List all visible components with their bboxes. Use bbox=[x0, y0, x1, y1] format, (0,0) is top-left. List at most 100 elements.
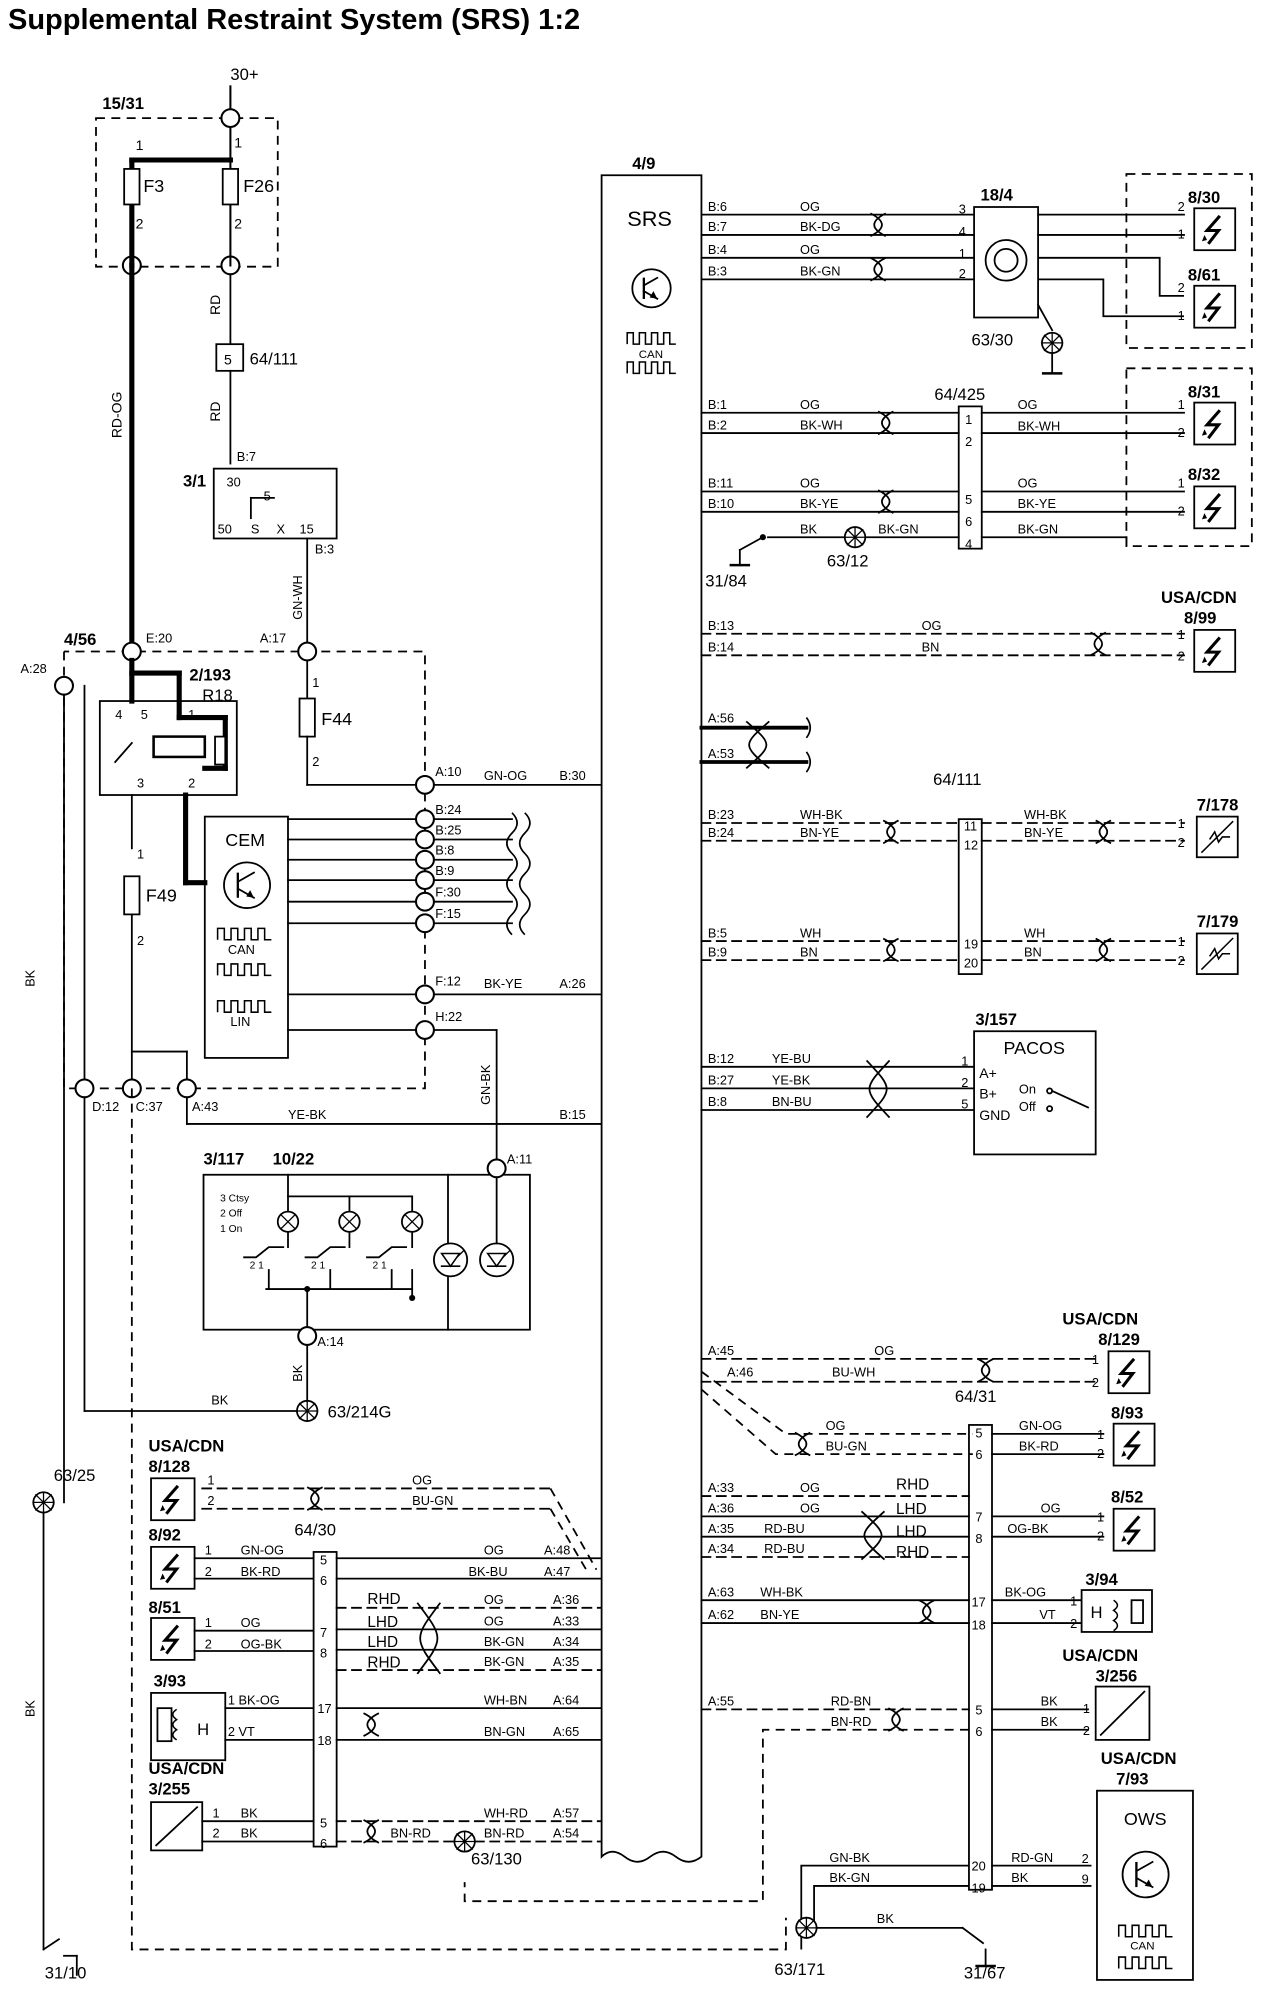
label: H bbox=[1091, 1603, 1103, 1622]
label: 17 bbox=[972, 1595, 986, 1610]
sensor-box bbox=[1195, 815, 1239, 859]
label: F49 bbox=[146, 886, 177, 906]
label: 7/179 bbox=[1197, 912, 1239, 931]
airbag-igniter-box bbox=[1193, 207, 1237, 252]
label: OG bbox=[800, 1501, 820, 1516]
label: 3 bbox=[137, 775, 144, 790]
label: 2 bbox=[188, 775, 195, 790]
label: Off bbox=[1019, 1099, 1036, 1114]
label: 5 bbox=[975, 1426, 982, 1441]
twisted-pair-symbol bbox=[1090, 631, 1107, 657]
label: E:20 bbox=[146, 631, 172, 646]
label: F:12 bbox=[435, 974, 461, 989]
connector-node bbox=[220, 108, 241, 129]
igniter-bolt-icon bbox=[1203, 214, 1222, 245]
transistor-icon bbox=[246, 890, 254, 898]
switch-contact bbox=[1050, 1089, 1090, 1109]
label: S bbox=[251, 521, 260, 536]
label: 1 bbox=[207, 1473, 214, 1488]
label: A:11 bbox=[507, 1151, 532, 1166]
label: 5 bbox=[965, 492, 972, 507]
label: BN bbox=[800, 944, 818, 959]
label: 63/171 bbox=[774, 1960, 825, 1979]
airbag-igniter-box bbox=[150, 1617, 196, 1661]
label: WH bbox=[800, 925, 821, 940]
wire bbox=[738, 536, 765, 552]
label: 2 bbox=[965, 434, 972, 449]
transistor-icon bbox=[631, 268, 672, 309]
label: WH-BK bbox=[1024, 807, 1067, 822]
label: 1 bbox=[136, 137, 144, 153]
label: BK bbox=[241, 1805, 259, 1820]
label: 3/255 bbox=[148, 1780, 190, 1799]
connector-node bbox=[54, 675, 74, 696]
airbag-igniter-box bbox=[1112, 1422, 1156, 1467]
label: BU-GN bbox=[826, 1438, 867, 1453]
relay-R18 bbox=[98, 700, 238, 796]
wire bbox=[549, 1508, 588, 1571]
label: 10/22 bbox=[273, 1150, 315, 1169]
label: CAN bbox=[1130, 1940, 1154, 1952]
transistor-icon bbox=[236, 871, 256, 883]
label: 1 bbox=[1070, 1593, 1077, 1608]
label: 63/130 bbox=[471, 1849, 522, 1868]
label: 3/256 bbox=[1096, 1667, 1138, 1686]
label: 1 bbox=[965, 412, 972, 427]
label: 20 bbox=[964, 956, 978, 971]
label: BN bbox=[922, 640, 940, 655]
label: RHD bbox=[367, 1655, 400, 1672]
label: A:34 bbox=[553, 1634, 579, 1649]
wire-break-icon bbox=[506, 812, 518, 936]
connector-64-30 bbox=[312, 1551, 338, 1848]
connector-node bbox=[297, 1326, 318, 1346]
label: A:26 bbox=[559, 976, 585, 991]
label: B:9 bbox=[708, 944, 727, 959]
label: A:43 bbox=[192, 1099, 218, 1114]
label: BK-GN bbox=[1018, 521, 1059, 536]
label: BK-YE bbox=[800, 496, 838, 511]
label: USA/CDN bbox=[1062, 1646, 1138, 1665]
label: BK bbox=[877, 1911, 895, 1926]
label: A:35 bbox=[708, 1521, 734, 1536]
relay-contact bbox=[113, 741, 134, 764]
heater-element bbox=[156, 1707, 173, 1743]
label: 64/30 bbox=[294, 1520, 336, 1539]
label: 15 bbox=[300, 521, 314, 536]
heater-element bbox=[1130, 1599, 1144, 1624]
led-icon bbox=[486, 1252, 508, 1268]
wire bbox=[800, 1864, 969, 1950]
label: OG bbox=[800, 1480, 820, 1495]
label: A:54 bbox=[553, 1826, 579, 1841]
label: 4 bbox=[965, 537, 972, 552]
label: F:15 bbox=[435, 906, 461, 921]
label: 2 bbox=[1070, 1616, 1077, 1631]
label: B:3 bbox=[315, 542, 334, 557]
label: OG bbox=[484, 1543, 504, 1558]
lamp-icon bbox=[404, 1214, 420, 1229]
label: 7/178 bbox=[1197, 795, 1239, 814]
label: USA/CDN bbox=[148, 1437, 224, 1456]
label: OG bbox=[800, 476, 820, 491]
label: OG bbox=[484, 1614, 504, 1629]
label: 1 bbox=[959, 246, 966, 261]
label: GN-BK bbox=[829, 1850, 870, 1865]
label: BK-GN bbox=[878, 521, 919, 536]
label: PACOS bbox=[1004, 1038, 1065, 1058]
igniter-bolt-icon bbox=[1116, 1377, 1122, 1385]
srs-control-module bbox=[600, 174, 703, 1863]
label: 3/117 bbox=[204, 1150, 245, 1169]
connector-node bbox=[414, 913, 435, 934]
label: CAN bbox=[228, 942, 255, 957]
label: 8/31 bbox=[1188, 383, 1220, 402]
connector-node bbox=[414, 774, 435, 795]
label: 1 bbox=[1178, 627, 1185, 642]
label: 3/94 bbox=[1085, 1570, 1118, 1589]
label: LHD bbox=[896, 1501, 927, 1518]
sensor-box bbox=[1195, 932, 1239, 975]
igniter-bolt-icon bbox=[1203, 493, 1222, 523]
label: 2 bbox=[137, 933, 144, 948]
label: 18/4 bbox=[980, 186, 1013, 205]
twisted-pair-symbol bbox=[745, 720, 770, 770]
label: 5 bbox=[264, 488, 271, 503]
